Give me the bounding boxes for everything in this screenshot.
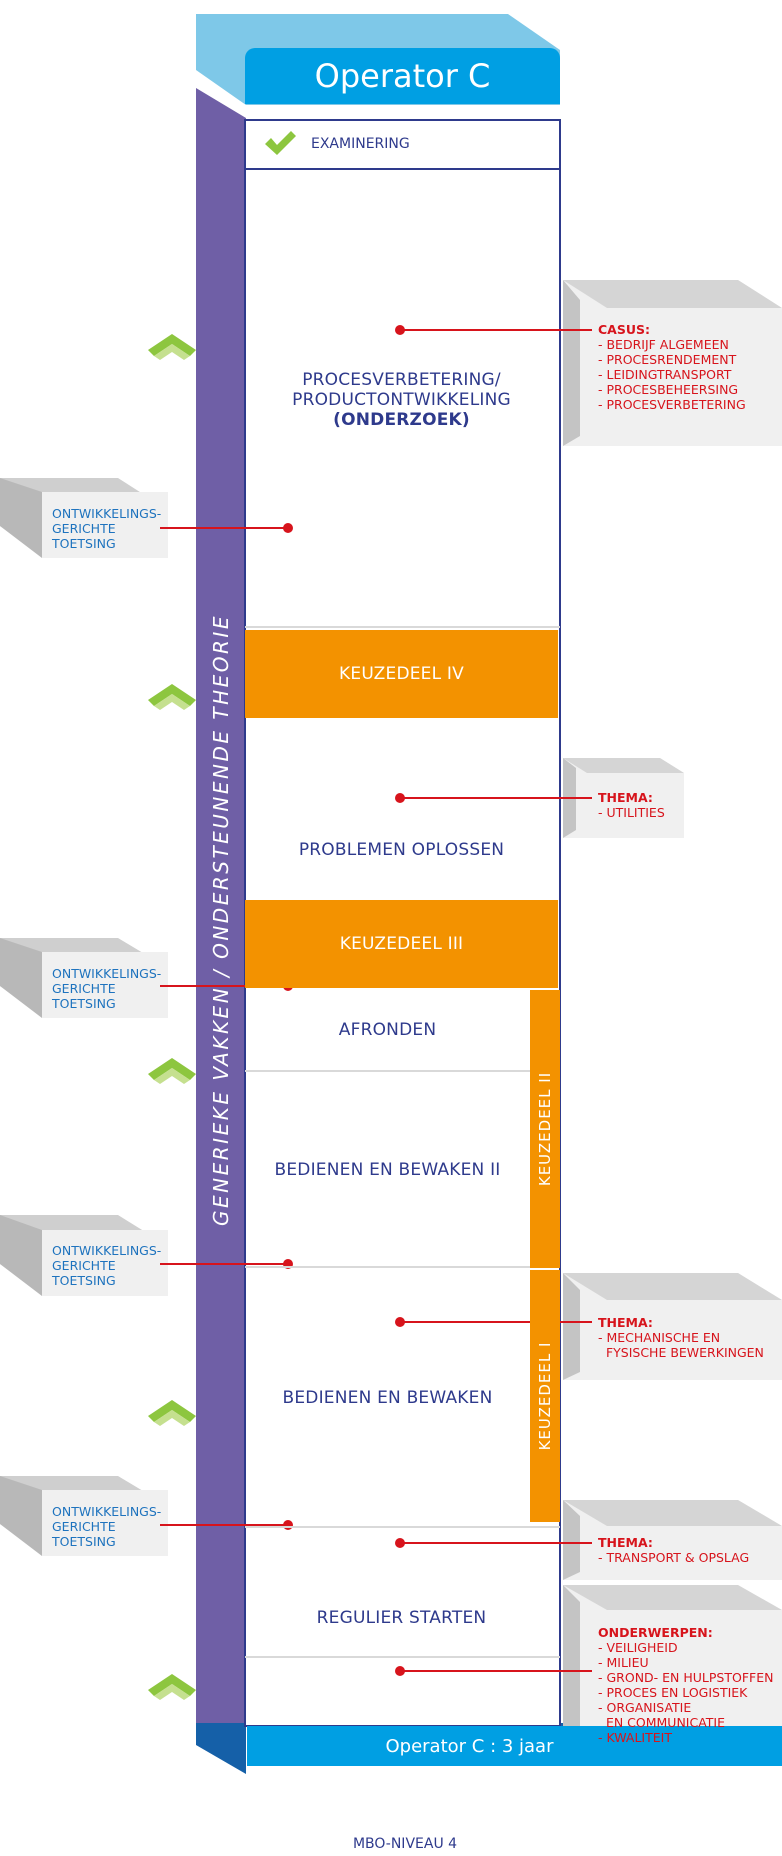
ogt-line: TOETSING [52, 996, 116, 1011]
ogt-line: GERICHTE [52, 1519, 116, 1534]
examinering-label: EXAMINERING [311, 136, 410, 152]
ogt-line: TOETSING [52, 536, 116, 551]
ogt-box-1 [0, 478, 168, 558]
callout-transport: THEMA: - TRANSPORT & OPSLAG [598, 1535, 749, 1565]
callout-onderwerpen-item: - VEILIGHEID [598, 1640, 678, 1655]
callout-box-onderwerpen [563, 1585, 782, 1762]
ogt-label-2: ONTWIKKELINGS- GERICHTE TOETSING [52, 966, 161, 1011]
callout-casus-item: - LEIDINGTRANSPORT [598, 367, 732, 382]
ogt-box-4 [0, 1476, 168, 1556]
footer-level: MBO-NIVEAU 4 [352, 1836, 458, 1852]
connector-transport [395, 1538, 592, 1548]
ogt-line: GERICHTE [52, 1258, 116, 1273]
ogt-line: TOETSING [52, 1273, 116, 1288]
divider [245, 626, 560, 628]
keuzedeel-i-strip: KEUZEDEEL I [530, 1270, 560, 1522]
callout-onderwerpen-head: ONDERWERPEN: [598, 1625, 713, 1640]
callout-mech: THEMA: - MECHANISCHE EN FYSISCHE BEWERKI… [598, 1315, 764, 1360]
callout-box-transport [563, 1500, 782, 1580]
callout-box-mech [563, 1273, 782, 1380]
divider [245, 1070, 530, 1072]
section-afronden: AFRONDEN [338, 1020, 437, 1040]
callout-casus-item: - BEDRIJF ALGEMEEN [598, 337, 729, 352]
ogt-label-4: ONTWIKKELINGS- GERICHTE TOETSING [52, 1504, 161, 1549]
connector-ogt-1 [160, 523, 293, 533]
connector-casus [395, 325, 592, 335]
connector-utilities [395, 793, 592, 803]
procesverbetering-line1: PROCESVERBETERING/ [302, 369, 501, 390]
ogt-line: GERICHTE [52, 521, 116, 536]
green-chevron-icon-5 [148, 1674, 196, 1700]
bottom-base-left [196, 1723, 246, 1774]
ogt-line: ONTWIKKELINGS- [52, 1243, 162, 1258]
ogt-line: ONTWIKKELINGS- [52, 966, 162, 981]
keuzedeel-ii-strip: KEUZEDEEL II [530, 990, 560, 1268]
header-title: Operator C [314, 57, 491, 95]
section-regulier-starten: REGULIER STARTEN [316, 1608, 487, 1628]
side-column [196, 88, 246, 1762]
section-problemen-oplossen: PROBLEMEN OPLOSSEN [298, 840, 505, 860]
connector-mech [395, 1317, 592, 1327]
ogt-box-2 [0, 938, 168, 1018]
callout-onderwerpen: ONDERWERPEN: - VEILIGHEID - MILIEU - GRO… [598, 1625, 773, 1745]
checkmark-icon [265, 131, 296, 155]
procesverbetering-line2: PRODUCTONTWIKKELING [292, 389, 511, 410]
callout-casus-item: - PROCESVERBETERING [598, 397, 746, 412]
callout-casus: CASUS: - BEDRIJF ALGEMEEN - PROCESRENDEM… [598, 322, 746, 412]
section-bedienen-ii: BEDIENEN EN BEWAKEN II [274, 1160, 501, 1180]
callout-onderwerpen-item: - ORGANISATIE [598, 1700, 692, 1715]
divider [245, 1266, 530, 1268]
callout-utilities: THEMA: - UTILITIES [598, 790, 665, 820]
callout-casus-item: - PROCESBEHEERSING [598, 382, 739, 397]
ogt-line: ONTWIKKELINGS- [52, 1504, 162, 1519]
section-bedienen: BEDIENEN EN BEWAKEN [282, 1388, 493, 1408]
connector-onderwerpen [395, 1666, 592, 1676]
callout-utilities-head: THEMA: [598, 790, 653, 805]
callout-mech-item: - MECHANISCHE EN [598, 1330, 721, 1345]
callout-onderwerpen-item: EN COMMUNICATIE [598, 1715, 726, 1730]
ogt-line: GERICHTE [52, 981, 116, 996]
callout-utilities-item: - UTILITIES [598, 805, 665, 820]
green-chevron-icon-4 [148, 1400, 196, 1426]
keuzedeel-ii-label: KEUZEDEEL II [536, 1071, 554, 1187]
callout-transport-item: - TRANSPORT & OPSLAG [598, 1550, 750, 1565]
green-chevron-icon-1 [148, 334, 196, 360]
ogt-box-3 [0, 1215, 168, 1296]
ogt-label-1: ONTWIKKELINGS- GERICHTE TOETSING [52, 506, 161, 551]
section-keuzedeel-iii: KEUZEDEEL III [245, 900, 558, 988]
footer-duration: Operator C : 3 jaar [385, 1735, 554, 1757]
ogt-line: ONTWIKKELINGS- [52, 506, 162, 521]
footer-duration-box: Operator C : 3 jaar [247, 1726, 782, 1766]
section-procesverbetering: PROCESVERBETERING/ PRODUCTONTWIKKELING (… [245, 172, 558, 627]
divider [245, 1526, 560, 1528]
ogt-line: TOETSING [52, 1534, 116, 1549]
divider [245, 1656, 560, 1658]
callout-casus-item: - PROCESRENDEMENT [598, 352, 737, 367]
callout-onderwerpen-item: - PROCES EN LOGISTIEK [598, 1685, 748, 1700]
examinering-row: EXAMINERING [245, 120, 560, 170]
keuzedeel-i-label: KEUZEDEEL I [536, 1341, 554, 1451]
callout-casus-head: CASUS: [598, 322, 651, 337]
section-keuzedeel-iv: KEUZEDEEL IV [245, 630, 558, 718]
green-chevron-icon-2 [148, 684, 196, 710]
callout-mech-head: THEMA: [598, 1315, 653, 1330]
callout-onderwerpen-item: - MILIEU [598, 1655, 649, 1670]
callout-box-casus [563, 280, 782, 446]
green-chevron-icon-3 [148, 1058, 196, 1084]
callout-box-utilities [563, 758, 684, 838]
callout-transport-head: THEMA: [598, 1535, 653, 1550]
side-label: GENERIEKE VAKKEN / ONDERSTEUNENDE THEORI… [209, 614, 233, 1226]
callout-mech-item: FYSISCHE BEWERKINGEN [598, 1345, 764, 1360]
ogt-label-3: ONTWIKKELINGS- GERICHTE TOETSING [52, 1243, 161, 1288]
callout-onderwerpen-item: - KWALITEIT [598, 1730, 672, 1745]
callout-onderwerpen-item: - GROND- EN HULPSTOFFEN [598, 1670, 774, 1685]
procesverbetering-line3: (ONDERZOEK) [333, 409, 470, 430]
header-title-box: Operator C [245, 48, 560, 104]
